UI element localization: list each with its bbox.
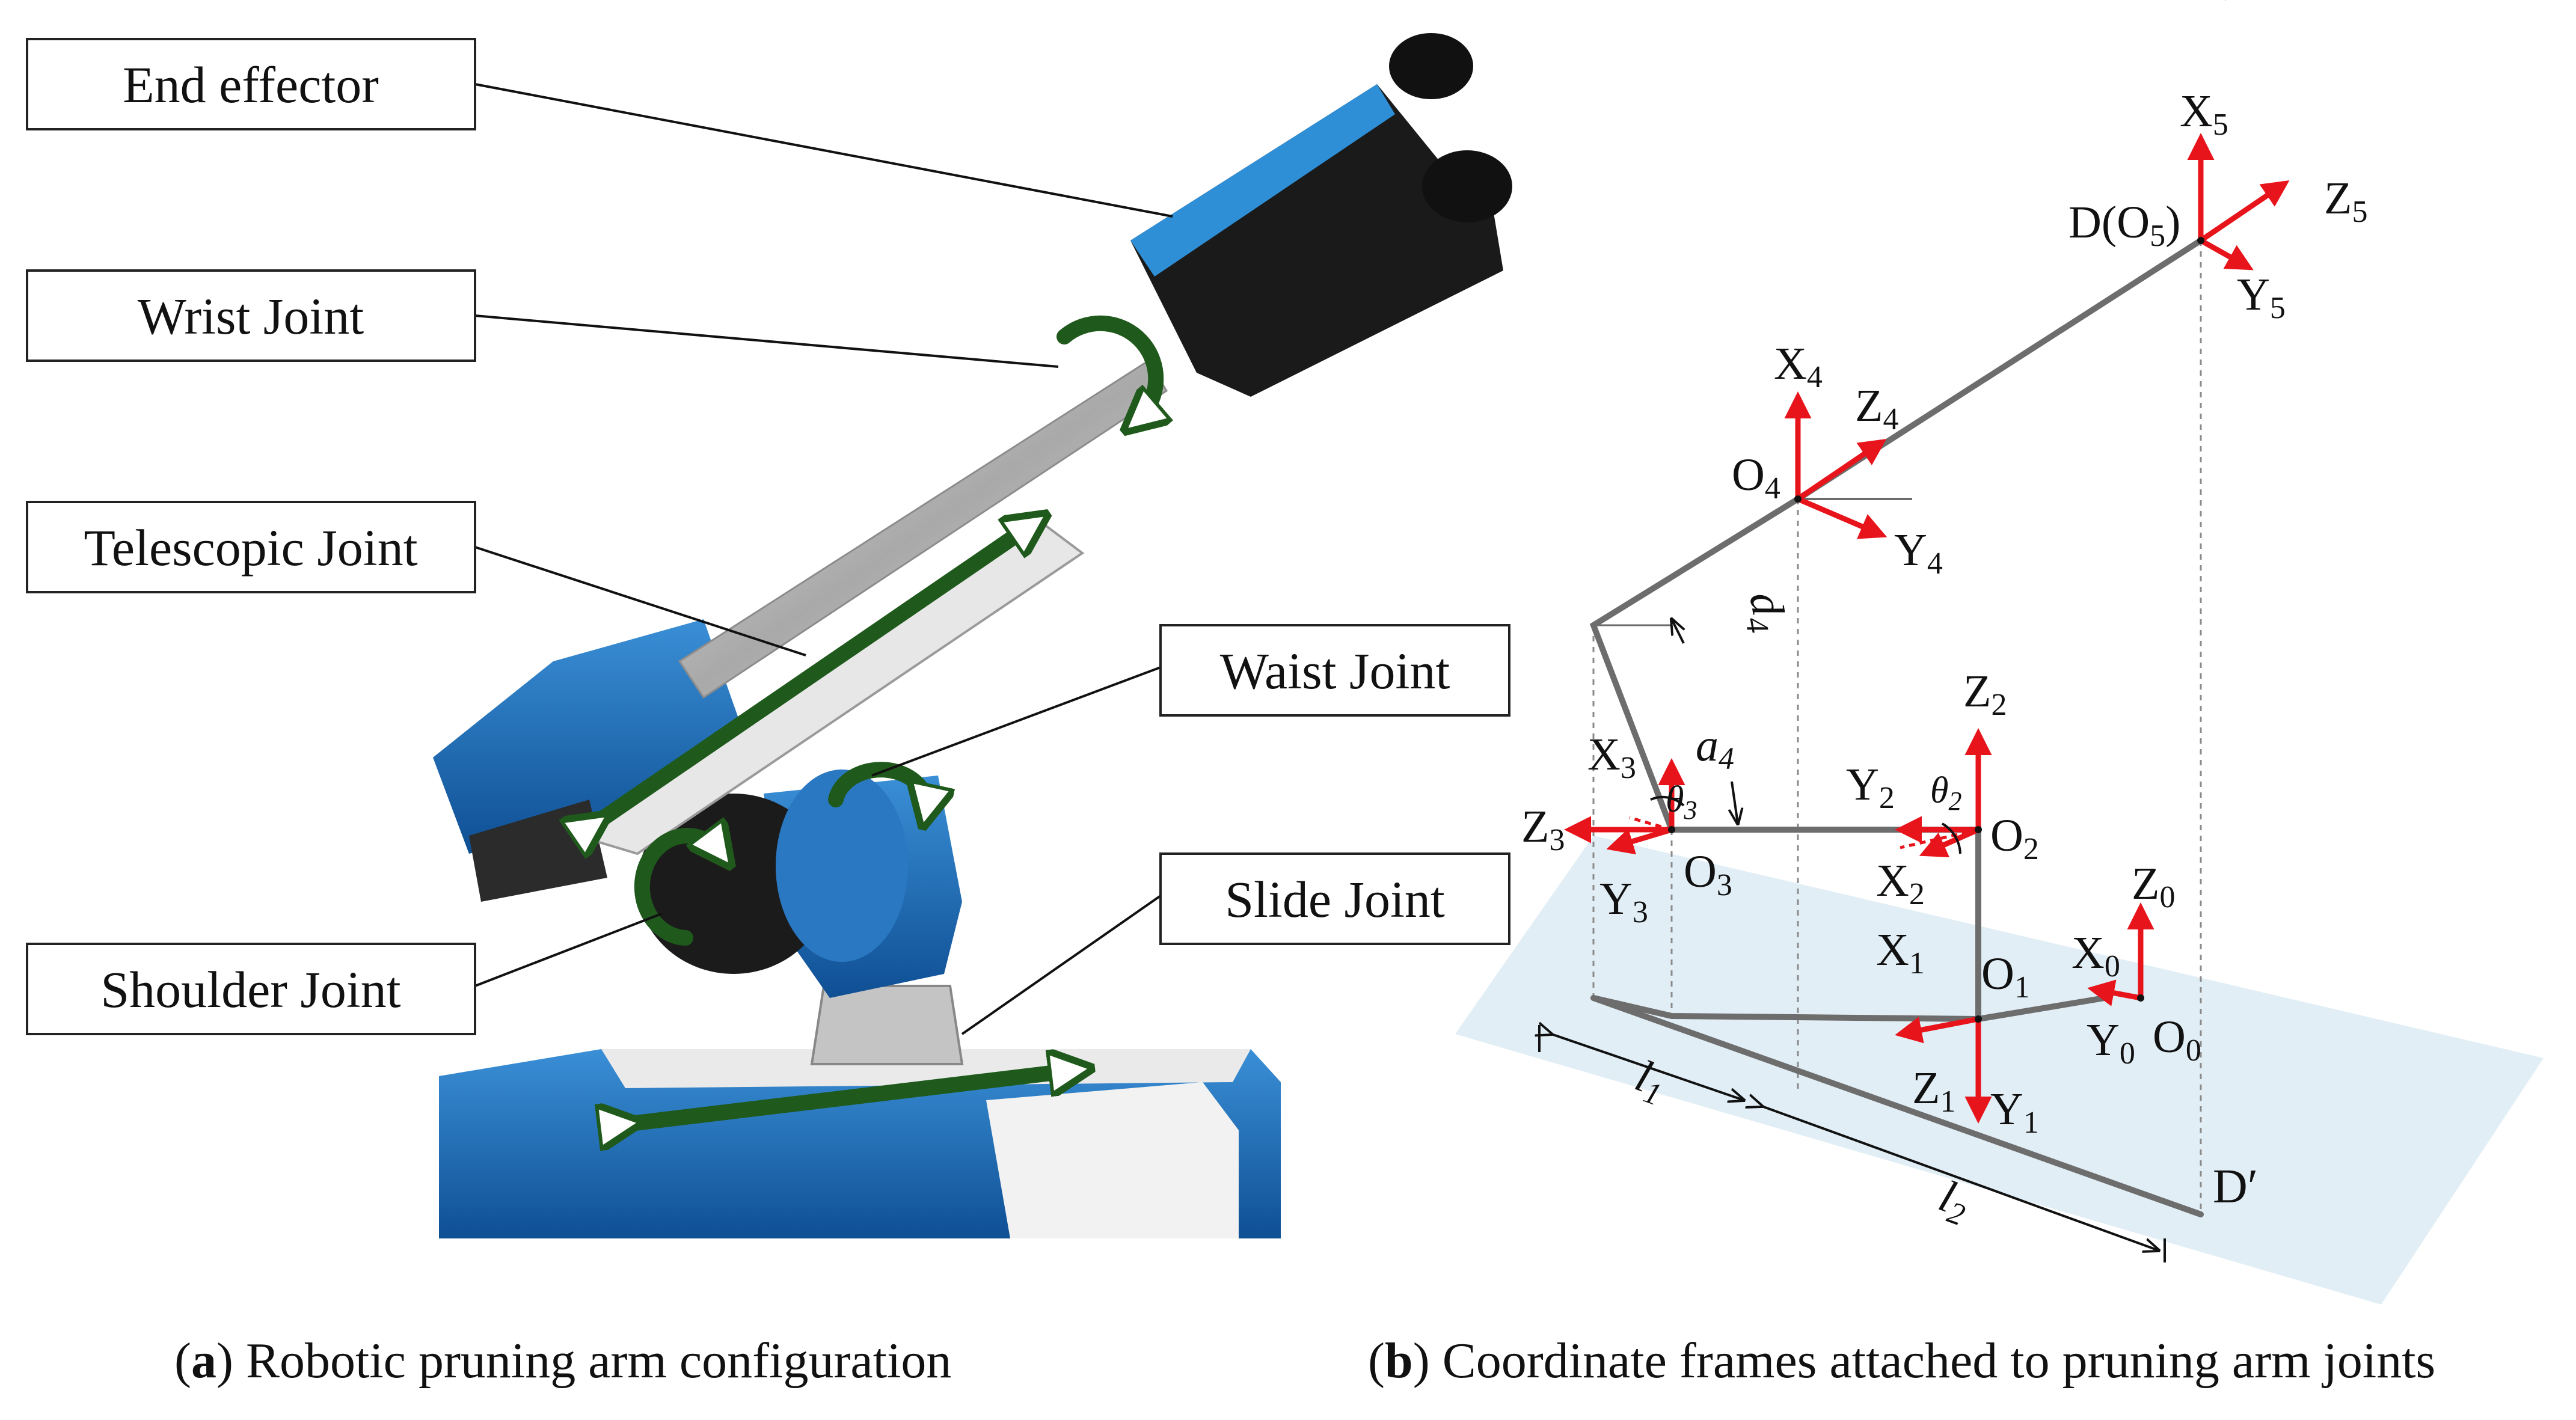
label-end-effector: End effector (123, 56, 379, 114)
leader-shoulder-joint (474, 913, 662, 987)
caption-b-letter: b (1384, 1333, 1413, 1389)
origin-points (1668, 237, 2204, 1023)
axis-z5 (2199, 180, 2290, 243)
label-x0: X0 (2072, 928, 2120, 984)
label-box-slide-joint (1159, 852, 1510, 945)
label-slide-joint: Slide Joint (1225, 871, 1445, 928)
label-z5: Z5 (2324, 173, 2367, 229)
label-box-shoulder-joint (26, 943, 476, 1035)
label-z4: Z4 (1855, 381, 1898, 436)
label-wrist-joint: Wrist Joint (138, 287, 364, 345)
leader-wrist-joint (474, 314, 1059, 368)
label-d4: d4 (1734, 588, 1796, 635)
label-y3: Y3 (1599, 874, 1648, 929)
dimension-lines (1539, 619, 2166, 1262)
label-telescopic-joint: Telescopic Joint (84, 519, 417, 577)
robot-gripper-jaw-upper (1389, 33, 1473, 99)
leader-telescopic-joint (474, 546, 806, 656)
label-o0: O0 (2153, 1012, 2201, 1068)
label-z1: Z1 (1912, 1063, 1955, 1119)
label-z2: Z2 (1963, 666, 2007, 722)
dim-l1 (1551, 1034, 1744, 1100)
robot-illustration (433, 33, 1512, 1238)
label-o3: O3 (1684, 846, 1732, 902)
label-waist-joint: Waist Joint (1220, 642, 1450, 700)
dim-a4 (1732, 781, 1738, 824)
robot-end-effector (1130, 84, 1503, 397)
caption-a-text: Robotic pruning arm configuration (245, 1333, 952, 1389)
arc-theta3 (1650, 795, 1685, 807)
joint-motion-arrows (595, 315, 1156, 1124)
label-o2: O2 (1990, 810, 2039, 866)
axis-z4 (1796, 438, 1887, 501)
label-x3: X3 (1587, 729, 1636, 785)
label-shoulder-joint: Shoulder Joint (100, 961, 400, 1018)
angle-arcs (1650, 795, 1961, 854)
axis-z1 (1895, 1016, 1979, 1044)
caption-panel-b: (b) Coordinate frames attached to prunin… (1368, 1333, 2436, 1389)
label-y5: Y5 (2237, 269, 2286, 325)
ground-plane (1455, 836, 2544, 1305)
arc-theta2 (1941, 822, 1961, 854)
telescopic-arrow (595, 523, 1034, 824)
label-x2: X2 (1876, 855, 1925, 911)
label-theta3: θ3 (1666, 779, 1697, 825)
label-box-end-effector (26, 38, 476, 130)
frame-labels: X5 Z5 Y5 D(O5) X4 Z4 Y4 O4 d4 a4 X3 Z3 Y… (1521, 86, 2367, 1233)
label-o1: O1 (1981, 949, 2030, 1005)
label-z3: Z3 (1521, 801, 1565, 857)
label-y4: Y4 (1894, 525, 1943, 581)
robot-end-effector-top (1130, 84, 1395, 277)
dim-l2 (1762, 1106, 2159, 1250)
axis-y5 (2199, 238, 2254, 271)
label-a4: a4 (1696, 720, 1734, 776)
label-o4: O4 (1732, 450, 1780, 506)
dashed-axes (1629, 816, 1979, 849)
leader-end-effector (474, 83, 1173, 218)
label-d-prime: D′ (2213, 1160, 2258, 1213)
label-box-waist-joint (1159, 624, 1510, 717)
base-link (1590, 995, 2108, 1023)
axis-y4 (1797, 496, 1888, 539)
caption-panel-a: (a) Robotic pruning arm configuration (174, 1333, 952, 1389)
label-y2: Y2 (1846, 759, 1895, 815)
wrist-rotation-arrow (1056, 315, 1156, 421)
kinematic-diagram: X5 Z5 Y5 D(O5) X4 Z4 Y4 O4 d4 a4 X3 Z3 Y… (1455, 86, 2544, 1305)
caption-a-letter: a (191, 1333, 216, 1389)
coordinate-axes (1564, 133, 2290, 1124)
axis-y3 (1606, 827, 1673, 855)
label-y0: Y0 (2087, 1015, 2135, 1071)
dim-d4 (1672, 619, 1684, 644)
label-d-o5: D(O5) (2068, 197, 2180, 253)
label-theta2: θ2 (1930, 770, 1961, 816)
slide-arrow (625, 1070, 1076, 1124)
label-box-wrist-joint (26, 269, 476, 362)
axis-x0 (2087, 979, 2141, 1006)
label-x5: X5 (2180, 86, 2228, 142)
label-x1: X1 (1876, 925, 1925, 981)
leader-slide-joint (961, 895, 1162, 1035)
robot-gripper-jaw-lower (1422, 150, 1512, 222)
label-x4: X4 (1774, 338, 1823, 394)
label-z0: Z0 (2132, 858, 2175, 914)
robot-base-panel (986, 1082, 1239, 1238)
caption-b-text: Coordinate frames attached to pruning ar… (1442, 1333, 2436, 1389)
label-box-telescopic-joint (26, 501, 476, 593)
shoulder-rotation-arrow (634, 836, 722, 946)
label-y1: Y1 (1990, 1084, 2039, 1140)
axis-x2 (1919, 827, 1980, 857)
projection-lines (1592, 240, 2202, 1214)
robot-pedestal (810, 985, 964, 1065)
leader-waist-joint (871, 666, 1161, 777)
panel-a-labels: End effector Wrist Joint Telescopic Join… (26, 38, 1510, 1035)
